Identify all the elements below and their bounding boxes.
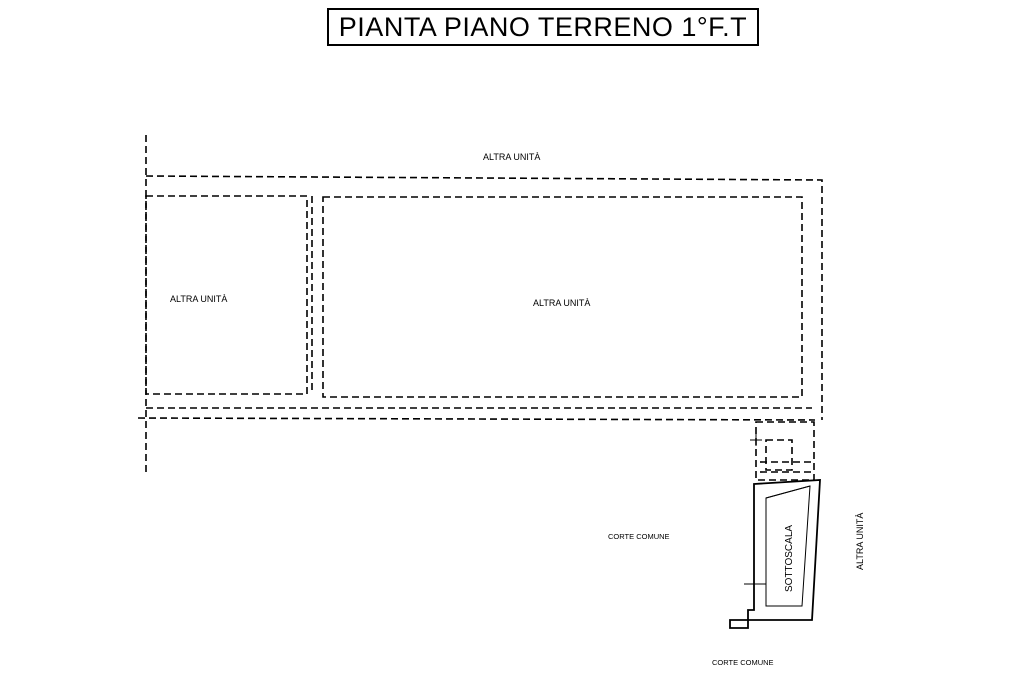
label-center-room: ALTRA UNITÀ bbox=[533, 298, 590, 308]
label-corte-comune-left: CORTE COMUNE bbox=[608, 532, 670, 541]
label-corte-comune-bottom: CORTE COMUNE bbox=[712, 658, 774, 667]
label-left-room: ALTRA UNITÀ bbox=[170, 294, 227, 304]
left-room bbox=[145, 195, 308, 395]
center-room bbox=[322, 196, 803, 398]
staircase bbox=[750, 421, 815, 481]
label-top-unit: ALTRA UNITÀ bbox=[483, 152, 540, 162]
bottom-boundary-line bbox=[137, 417, 816, 421]
sottoscala-room bbox=[729, 479, 821, 629]
plan-title: PIANTA PIANO TERRENO 1°F.T bbox=[327, 8, 759, 46]
label-sottoscala: SOTTOSCALA bbox=[784, 525, 795, 592]
top-boundary-line bbox=[145, 175, 823, 420]
label-right-unit: ALTRA UNITÀ bbox=[855, 513, 865, 570]
